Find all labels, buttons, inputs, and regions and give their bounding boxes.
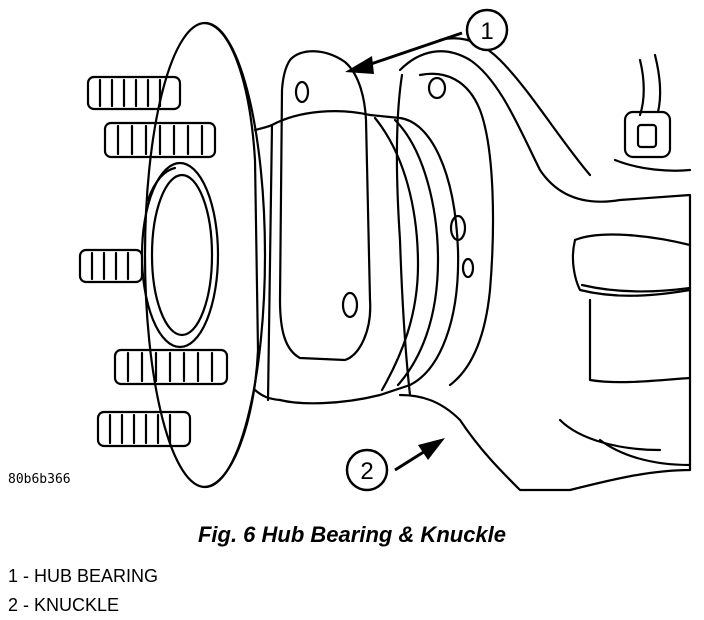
legend-item-hub-bearing: 1 - HUB BEARING	[8, 566, 159, 586]
wheel-studs	[78, 75, 229, 448]
figure-code: 80b6b366	[8, 472, 71, 487]
figure-caption: Fig. 6 Hub Bearing & Knuckle	[197, 522, 507, 547]
callout-2-number: 2	[360, 458, 373, 485]
callout-1-number: 1	[480, 18, 493, 45]
callout-1: 1	[345, 8, 509, 74]
knuckle-drawing	[395, 37, 692, 492]
hub-bearing-knuckle-illustration: 1 2	[78, 8, 692, 492]
hub-bearing-drawing	[253, 50, 460, 405]
legend-item-knuckle: 2 - KNUCKLE	[8, 595, 120, 615]
hub-flange-drawing	[140, 21, 267, 489]
callout-2: 2	[345, 438, 445, 492]
